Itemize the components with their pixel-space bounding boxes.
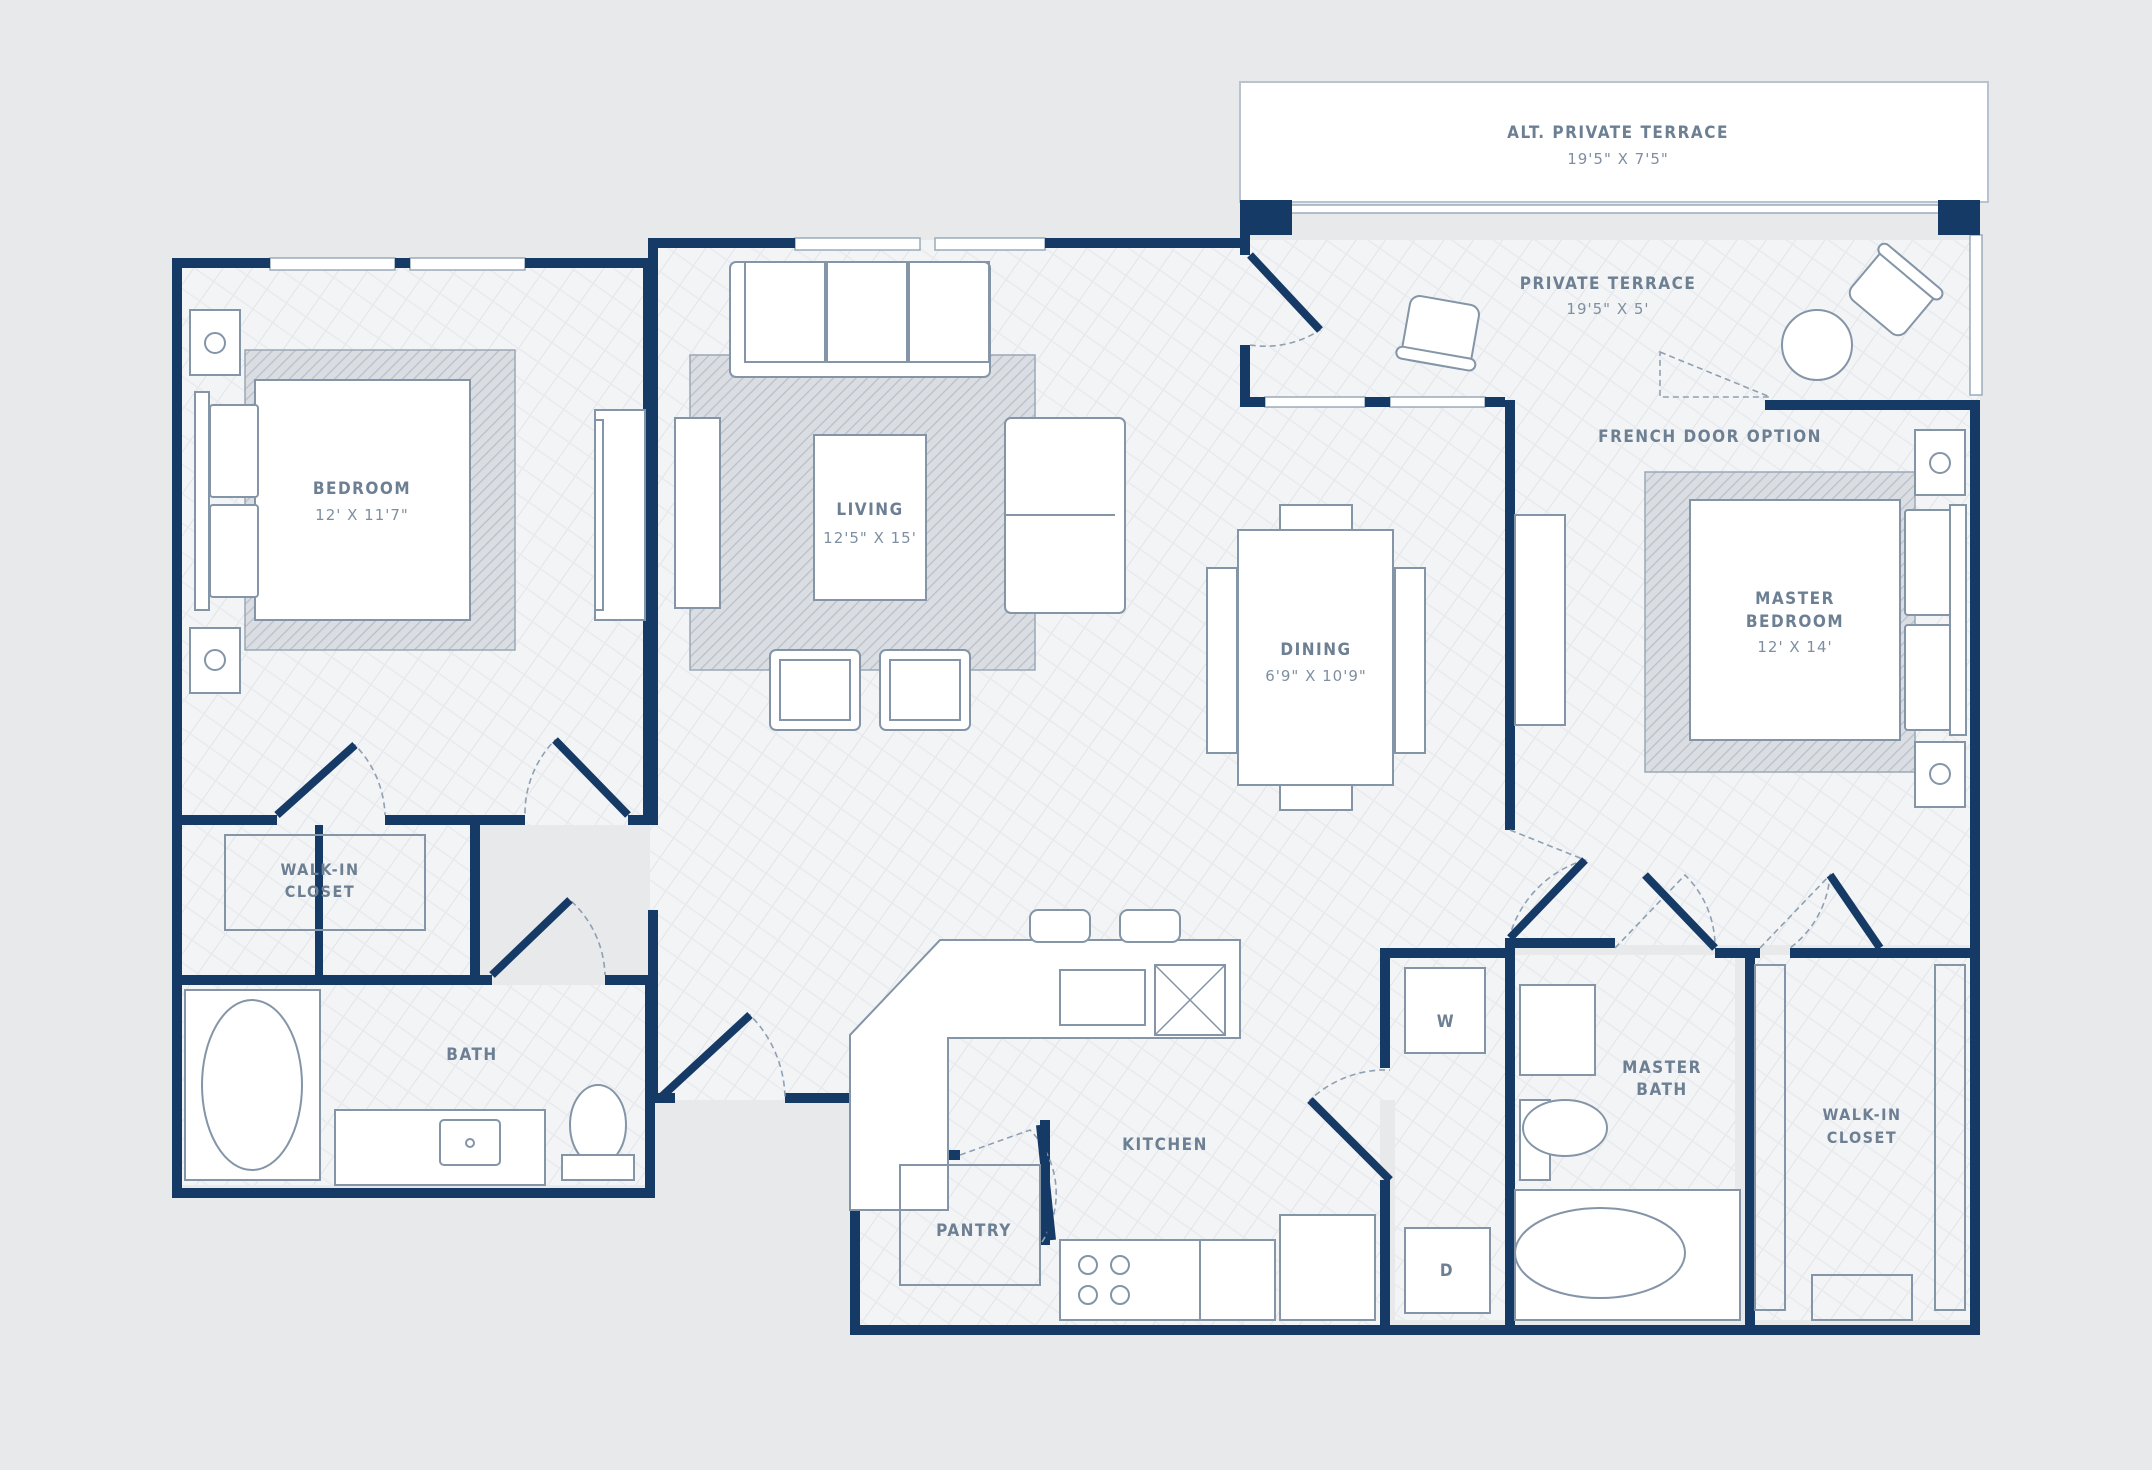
- tv-console-left: [594, 409, 646, 621]
- closet-right-name-2: CLOSET: [1827, 1128, 1897, 1147]
- kitchen-fixtures: [849, 909, 1376, 1321]
- kitchen-name: KITCHEN: [1122, 1135, 1208, 1155]
- alt-terrace-area: [1239, 81, 1989, 203]
- master-bath-name-1: MASTER: [1622, 1058, 1702, 1078]
- dining-dims: 6'9" X 10'9": [1265, 667, 1367, 685]
- terrace-name: PRIVATE TERRACE: [1520, 274, 1697, 294]
- windows: [269, 204, 1983, 408]
- master-bath-fixtures: [1514, 984, 1741, 1321]
- washer-label: W: [1437, 1012, 1455, 1032]
- pantry-name: PANTRY: [936, 1221, 1012, 1241]
- master-bath-name-2: BATH: [1636, 1080, 1687, 1100]
- dining-table: [1206, 504, 1426, 811]
- terrace-furniture: [1395, 242, 1944, 381]
- closet-right-shelving: [1754, 964, 1966, 1321]
- bed-master: [1514, 429, 1967, 808]
- living-furniture: [674, 261, 1126, 731]
- dryer-label: D: [1440, 1261, 1454, 1281]
- alt-terrace-name: ALT. PRIVATE TERRACE: [1507, 123, 1729, 143]
- master-bedroom-name-2: BEDROOM: [1746, 612, 1844, 632]
- doors: [274, 252, 1884, 1246]
- bath-left-fixtures: [184, 989, 635, 1186]
- bath-name: BATH: [446, 1045, 497, 1065]
- master-bedroom-dims: 12' X 14': [1757, 638, 1832, 656]
- terrace-dims: 19'5" X 5': [1566, 300, 1649, 318]
- living-name: LIVING: [836, 500, 903, 520]
- laundry: [1404, 967, 1491, 1314]
- labels: ALT. PRIVATE TERRACE 19'5" X 7'5" PRIVAT…: [280, 123, 1901, 1281]
- dining-name: DINING: [1280, 640, 1351, 660]
- closet-left-name-1: WALK-IN: [280, 860, 359, 879]
- bed-left: [189, 309, 516, 694]
- bedroom-name: BEDROOM: [313, 479, 411, 499]
- closet-left-name-2: CLOSET: [285, 882, 355, 901]
- alt-terrace-dims: 19'5" X 7'5": [1567, 150, 1669, 168]
- closet-right-name-1: WALK-IN: [1822, 1105, 1901, 1124]
- living-dims: 12'5" X 15': [823, 529, 917, 547]
- closet-left-shelving: [224, 834, 426, 931]
- bedroom-dims: 12' X 11'7": [315, 506, 409, 524]
- french-door-note: FRENCH DOOR OPTION: [1598, 427, 1822, 447]
- master-bedroom-name-1: MASTER: [1755, 589, 1835, 609]
- pantry-shelf: [899, 1164, 1041, 1286]
